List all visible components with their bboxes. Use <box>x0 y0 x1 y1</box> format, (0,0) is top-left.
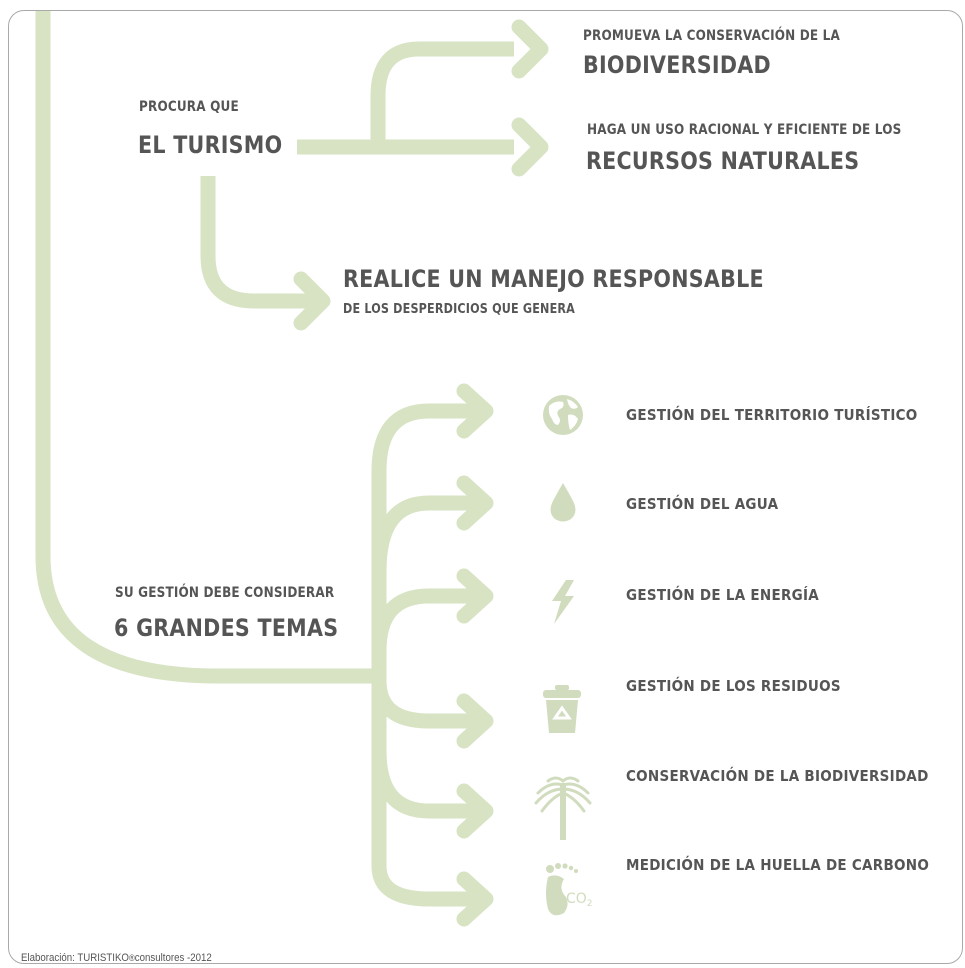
topic-4-label: GESTIÓN DE LOS RESIDUOS <box>626 677 841 695</box>
recycle-bin-icon <box>543 685 581 733</box>
main-vertical-line <box>35 11 379 684</box>
outcome-3-title: REALICE UN MANEJO RESPONSABLE <box>343 265 764 293</box>
credit-year: -2012 <box>184 952 212 964</box>
water-drop-icon <box>550 483 576 522</box>
co2-text: CO2 <box>566 891 592 909</box>
araucaria-tree-icon <box>534 776 592 840</box>
outcome-1-title: BIODIVERSIDAD <box>583 51 771 79</box>
branch-6 <box>371 676 479 907</box>
turismo-title: EL TURISMO <box>138 131 283 159</box>
topic-6-label: MEDICIÓN DE LA HUELLA DE CARBONO <box>626 856 930 874</box>
arrow-head-desperdicios <box>293 271 331 331</box>
credit-brand: TURISTIKO <box>77 952 129 964</box>
branch-desperdicios <box>200 176 324 309</box>
arrow-head-topic-1 <box>456 383 494 439</box>
topic-5-label: CONSERVACIÓN DE LA BIODIVERSIDAD <box>626 767 929 785</box>
lightning-bolt-icon <box>552 580 574 624</box>
credit-suffix: consultores <box>134 952 185 964</box>
gestion-label: SU GESTIÓN DEBE CONSIDERAR <box>115 585 335 601</box>
procura-label: PROCURA QUE <box>139 99 239 115</box>
globe-icon <box>543 395 583 435</box>
credit-prefix: Elaboración: <box>21 952 78 964</box>
arrow-head-topic-6 <box>456 871 494 927</box>
branch-2 <box>371 495 479 572</box>
topic-2-label: GESTIÓN DEL AGUA <box>626 495 779 513</box>
branch-biodiversidad <box>370 41 514 147</box>
arrow-head-topic-2 <box>456 475 494 531</box>
topic-1-label: GESTIÓN DEL TERRITORIO TURÍSTICO <box>626 406 918 424</box>
branch-3 <box>371 588 479 652</box>
credit-text: Elaboración: TURISTIKO®consultores -2012 <box>21 952 212 964</box>
arrow-head-topic-3 <box>456 568 494 624</box>
registered-icon: ® <box>128 953 135 963</box>
topic-3-label: GESTIÓN DE LA ENERGÍA <box>626 586 819 604</box>
arrow-head-biodiversidad <box>511 19 549 79</box>
outcome-3-label: DE LOS DESPERDICIOS QUE GENERA <box>343 302 575 317</box>
gestion-title: 6 GRANDES TEMAS <box>114 614 339 642</box>
diagram-frame: PROCURA QUE EL TURISMO PROMUEVA LA CONSE… <box>8 10 963 964</box>
arrow-head-topic-4 <box>456 693 494 749</box>
arrow-head-recursos <box>511 117 549 177</box>
flow-lines <box>35 11 549 927</box>
outcome-1-label: PROMUEVA LA CONSERVACIÓN DE LA <box>583 28 841 44</box>
arrow-head-topic-5 <box>456 783 494 839</box>
outcome-2-title: RECURSOS NATURALES <box>586 147 860 175</box>
carbon-footprint-icon: CO2 <box>546 863 592 916</box>
outcome-2-label: HAGA UN USO RACIONAL Y EFICIENTE DE LOS <box>587 122 902 138</box>
branch-trunk <box>371 403 479 676</box>
